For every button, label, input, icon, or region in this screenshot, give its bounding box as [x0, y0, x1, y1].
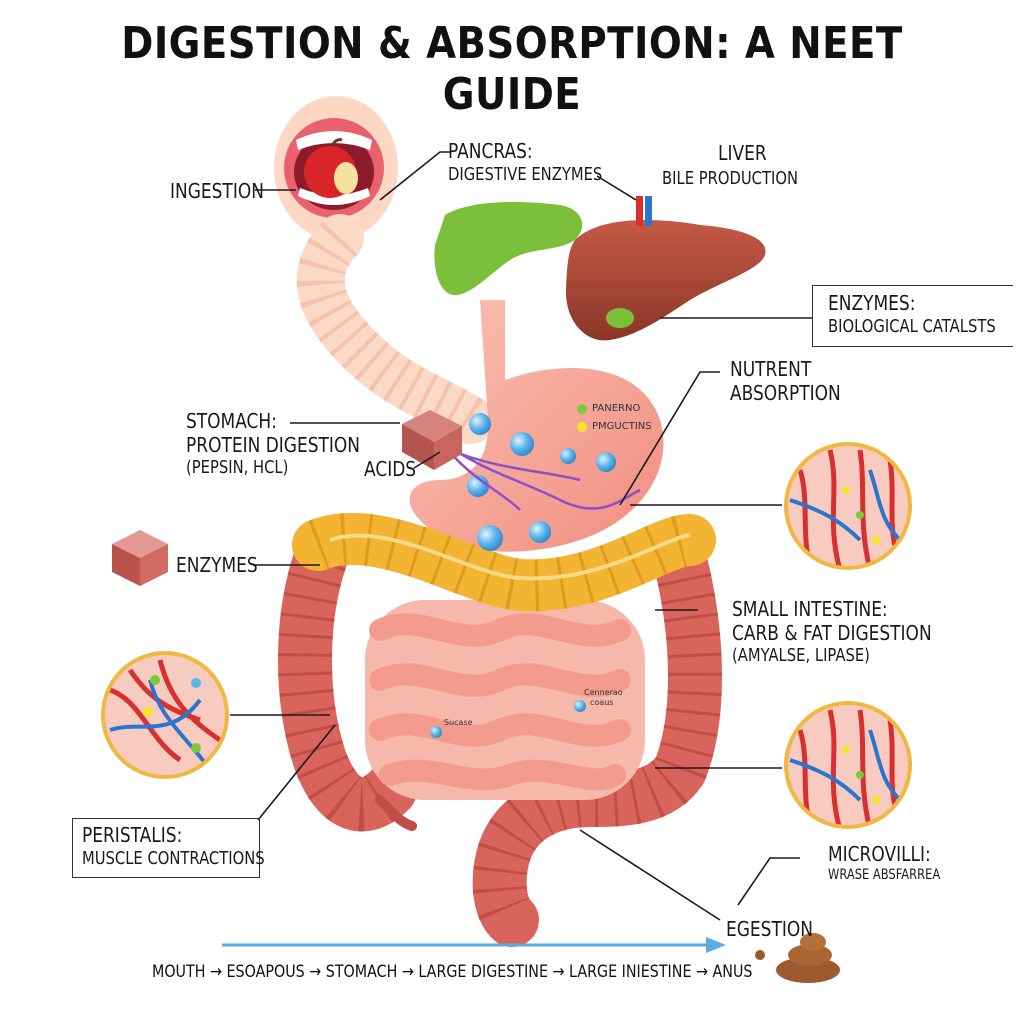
- label-enzymes-box: ENZYMES: BIOLOGICAL CATALSTS: [828, 291, 996, 337]
- label-liver-sub: BILE PRODUCTION: [662, 168, 799, 189]
- enzymes-box: [812, 285, 1013, 347]
- label-enzymes-left: ENZYMES: [176, 553, 258, 577]
- digestive-flow-sequence: MOUTH → ESOAPOUS → STOMACH → LARGE DIGES…: [152, 962, 753, 982]
- villi-circle-right-bottom: [784, 701, 912, 829]
- label-nutrient-absorption: NUTRENT ABSORPTION: [730, 357, 841, 405]
- villi-circle-right-top: [784, 442, 912, 570]
- transverse-colon: [292, 512, 716, 612]
- label-pancreas: PANCRAS: DIGESTIVE ENZYMES: [448, 139, 603, 185]
- label-stomach: STOMACH: PROTEIN DIGESTION (PEPSIN, HCL): [186, 409, 361, 479]
- small-intestine-illustration: [365, 600, 645, 800]
- intestine-tag-2: coaus: [590, 698, 614, 707]
- liver-illustration: [565, 196, 766, 341]
- peristalis-box: [72, 818, 260, 878]
- enzyme-bubbles: [430, 413, 616, 738]
- food-cube-stomach: [402, 410, 462, 470]
- leader-lines: [230, 151, 812, 921]
- label-acids: ACIDS: [364, 457, 417, 481]
- flow-arrow: [222, 937, 726, 953]
- esophagus-illustration: [296, 214, 494, 444]
- page-title: DIGESTION & ABSORPTION: A NEET GUIDE: [121, 18, 903, 120]
- label-liver-title: LIVER: [718, 141, 767, 165]
- intestine-tag-1: Cennerao: [584, 688, 623, 697]
- label-small-intestine: SMALL INTESTINE: CARB & FAT DIGESTION (A…: [732, 597, 932, 667]
- villi-circle-left: [101, 651, 229, 779]
- mouth-illustration: [274, 96, 398, 240]
- food-cube-left: [112, 530, 168, 586]
- key-dot-green: [577, 404, 587, 414]
- label-egestion: EGESTION: [726, 917, 813, 941]
- label-microvilli: MICROVILLI: WRASE ABSFARREA: [828, 842, 941, 883]
- intestine-tag-3: Sucase: [444, 718, 473, 727]
- label-ingestion: INGESTION: [170, 179, 264, 203]
- stomach-key-2: PMGUCTINS: [592, 421, 652, 432]
- label-peristalis: PERISTALIS: MUSCLE CONTRACTIONS: [82, 823, 265, 869]
- key-dot-yellow: [577, 422, 587, 432]
- pancreas-shape: [434, 202, 583, 296]
- stomach-key-1: PANERNO: [592, 403, 641, 414]
- egestion-illustration: [755, 933, 840, 983]
